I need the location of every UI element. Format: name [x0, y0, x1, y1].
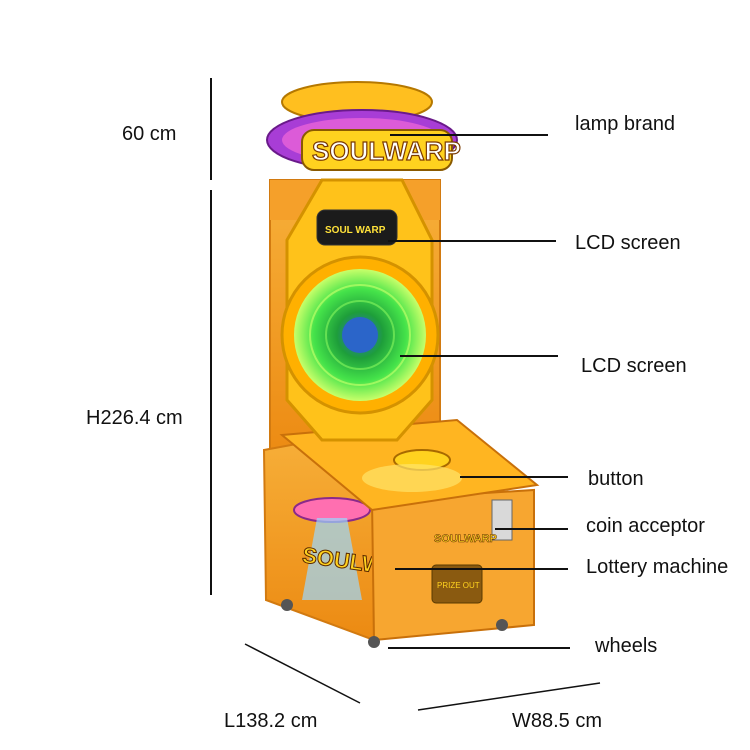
body-height-label: H226.4 cm — [86, 407, 183, 429]
callout-lottery-machine: Lottery machine — [586, 556, 729, 578]
lamp-sign-text: SOULWARP — [312, 136, 461, 166]
callout-wheels: wheels — [595, 635, 658, 657]
callout-lcd-screen-1: LCD screen — [575, 232, 681, 254]
wheel-mid — [368, 636, 380, 648]
front-logo: SOULWARP — [434, 533, 497, 545]
top-height-guide — [210, 78, 212, 180]
callout-line-coin-acceptor — [495, 528, 568, 530]
length-label: L138.2 cm — [224, 710, 318, 732]
callout-line-wheels — [388, 647, 570, 649]
side-beam — [302, 518, 362, 600]
callout-line-lottery-machine — [395, 568, 568, 570]
prize-out-text: PRIZE OUT — [437, 581, 480, 590]
wheel-right — [496, 619, 508, 631]
lamp-sign-board — [301, 129, 453, 171]
width-label: W88.5 cm — [512, 710, 603, 732]
callout-button: button — [588, 468, 644, 490]
coin-panel — [491, 499, 513, 541]
callout-line-button — [460, 476, 568, 478]
prize-out-panel — [431, 564, 483, 604]
top-screen — [316, 209, 398, 246]
body-height-guide — [210, 190, 212, 595]
length-guide — [244, 643, 361, 704]
callout-line-lamp-brand — [390, 134, 548, 136]
callout-line-lcd-screen-2 — [400, 355, 558, 357]
arcade-machine-illustration: SOULWARP PRIZE OUT SOULWARP SOUL WARP SO… — [262, 81, 540, 648]
top-height-label: 60 cm — [122, 123, 177, 145]
callout-lamp-brand: lamp brand — [575, 113, 676, 135]
callout-coin-acceptor: coin acceptor — [586, 515, 705, 537]
button-plate — [362, 464, 462, 492]
width-guide — [417, 682, 601, 711]
wheel-left — [281, 599, 293, 611]
callout-lcd-screen-2: LCD screen — [581, 355, 687, 377]
top-screen-text: SOUL WARP — [325, 225, 386, 236]
callout-line-lcd-screen-1 — [388, 240, 556, 242]
